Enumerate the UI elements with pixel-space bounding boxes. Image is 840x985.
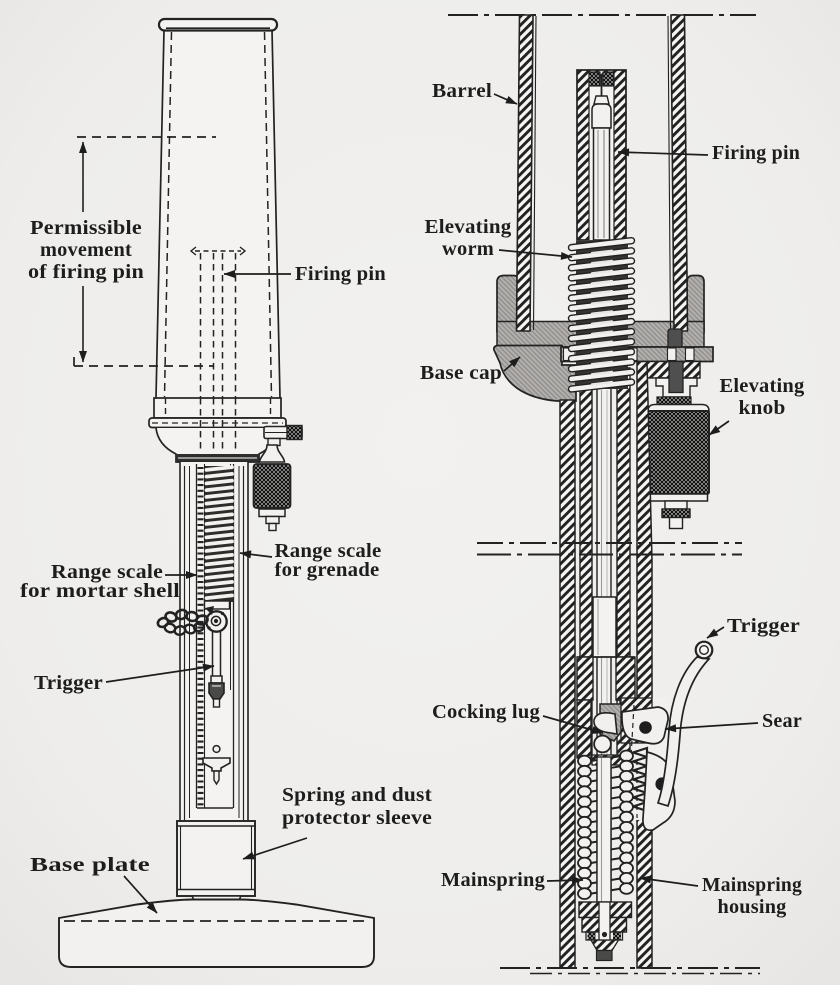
svg-text:housing: housing	[718, 897, 787, 918]
svg-text:Sear: Sear	[762, 711, 802, 732]
svg-text:Permissible: Permissible	[30, 218, 142, 239]
svg-text:Firing pin: Firing pin	[295, 264, 386, 285]
svg-text:Elevating: Elevating	[720, 376, 805, 397]
svg-text:protector sleeve: protector sleeve	[282, 808, 432, 829]
svg-text:Trigger: Trigger	[34, 673, 103, 694]
svg-text:for mortar shell: for mortar shell	[20, 581, 180, 602]
svg-text:Spring and dust: Spring and dust	[282, 785, 432, 806]
svg-text:Cocking lug: Cocking lug	[432, 702, 540, 723]
svg-text:Range scale: Range scale	[51, 562, 163, 583]
svg-text:Range scale: Range scale	[275, 541, 382, 562]
svg-text:Base cap: Base cap	[420, 363, 502, 384]
svg-text:movement: movement	[40, 240, 132, 261]
svg-text:Elevating: Elevating	[425, 217, 512, 238]
svg-text:Mainspring: Mainspring	[702, 875, 802, 896]
svg-text:knob: knob	[739, 398, 786, 419]
svg-text:worm: worm	[442, 239, 494, 260]
svg-text:Mainspring: Mainspring	[441, 870, 545, 891]
svg-text:Base plate: Base plate	[30, 855, 150, 876]
svg-text:Barrel: Barrel	[432, 81, 492, 102]
svg-text:Firing pin: Firing pin	[712, 143, 800, 164]
svg-text:for grenade: for grenade	[275, 560, 380, 581]
svg-text:of firing pin: of firing pin	[28, 262, 144, 283]
svg-text:Trigger: Trigger	[727, 616, 800, 637]
